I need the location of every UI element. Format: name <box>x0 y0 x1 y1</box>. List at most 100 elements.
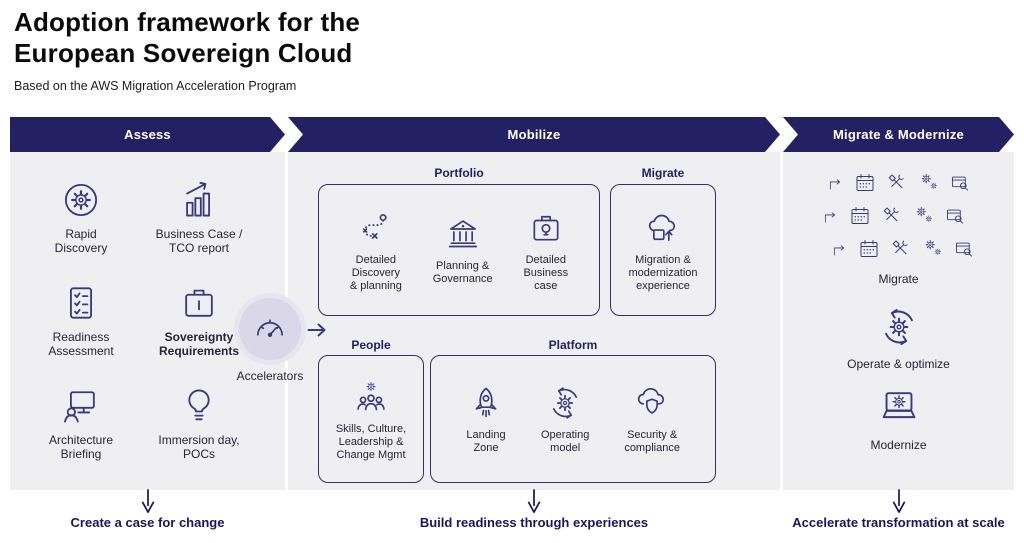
item-label: Operating model <box>541 429 590 454</box>
card-search-icon <box>944 205 966 227</box>
mobilize-item-detailed-business-case: Detailed Business case <box>523 208 568 293</box>
down-arrow-icon <box>140 489 156 514</box>
item-label: Detailed Business case <box>523 253 569 292</box>
mobilize-section: Portfolio Detailed Discovery & planning … <box>288 152 780 490</box>
mobilize-item-security-compliance: Security & compliance <box>624 383 680 455</box>
calendar-icon <box>853 171 877 195</box>
migrate-box: Migration & modernization experience <box>610 184 716 316</box>
migrate-icon-row <box>830 234 975 264</box>
briefcase-idea-icon <box>526 208 566 248</box>
gear-cycle-icon <box>545 383 585 423</box>
footer-mobilize: Build readiness through experiences <box>288 489 780 530</box>
item-label: Migration & modernization experience <box>628 253 698 292</box>
group-title-migrate: Migrate <box>641 166 685 180</box>
down-arrow-icon <box>891 489 907 514</box>
tools-icon <box>889 237 913 261</box>
item-label: Skills, Culture, Leadership & Change Mgm… <box>335 422 407 461</box>
accelerators-label: Accelerators <box>236 369 304 383</box>
laptop-gear-icon <box>876 385 922 431</box>
footer-row: Create a case for change Build readiness… <box>10 489 1014 530</box>
footer-label: Build readiness through experiences <box>419 515 649 530</box>
title-line-1: Adoption framework for the <box>14 7 361 37</box>
phase-banner-mobilize: Mobilize <box>288 117 780 152</box>
item-label: Architecture Briefing <box>48 433 114 461</box>
rocket-icon <box>466 383 506 423</box>
tools-icon <box>880 204 904 228</box>
accelerators-flow <box>307 321 329 339</box>
card-search-icon <box>953 238 975 260</box>
mobilize-item-migration-experience: Migration & modernization experience <box>628 208 698 293</box>
card-search-icon <box>949 172 971 194</box>
checklist-icon <box>59 281 103 325</box>
right-arrow-icon <box>307 321 329 339</box>
mobilize-item-skills-culture: Skills, Culture, Leadership & Change Mgm… <box>336 377 406 462</box>
cloud-migration-icon <box>643 208 683 248</box>
corner-arrow-icon <box>821 207 840 226</box>
migrate-modernize-column: Migrate Operate & optimize Modernize <box>783 152 1014 490</box>
mobilize-item-landing-zone: Landing Zone <box>466 383 506 455</box>
gears-icon <box>912 202 936 226</box>
group-title-people: People <box>351 338 391 352</box>
gauge-icon <box>250 309 290 349</box>
cloud-shield-icon <box>632 383 672 423</box>
accelerators: Accelerators <box>224 298 316 383</box>
item-label: Planning & Governance <box>432 260 493 285</box>
item-label: Sovereignty Requirements <box>158 330 240 358</box>
calendar-icon <box>848 204 872 228</box>
assess-item-readiness-assessment: Readiness Assessment <box>26 281 136 384</box>
assess-item-rapid-discovery: Rapid Discovery <box>26 178 136 281</box>
bar-chart-icon <box>177 178 221 222</box>
item-label: Landing Zone <box>466 429 506 454</box>
framework-panel: Rapid Discovery Business Case / TCO repo… <box>10 152 1014 490</box>
operate-optimize-label: Operate & optimize <box>847 357 950 371</box>
subtitle: Based on the AWS Migration Acceleration … <box>14 79 297 93</box>
phase-banner-migrate-modernize: Migrate & Modernize <box>783 117 1014 152</box>
people-box: Skills, Culture, Leadership & Change Mgm… <box>318 355 424 483</box>
platform-box: Landing Zone Operating model Security & … <box>430 355 716 483</box>
footer-migrate-modernize: Accelerate transformation at scale <box>783 489 1014 530</box>
accelerators-circle <box>239 298 301 360</box>
item-label: Detailed Discovery & planning <box>349 253 402 292</box>
gear-badge-icon <box>59 178 103 222</box>
migrate-label: Migrate <box>878 272 919 286</box>
footer-label: Create a case for change <box>70 515 225 530</box>
tools-icon <box>885 171 909 195</box>
footer-assess: Create a case for change <box>10 489 285 530</box>
item-label: Rapid Discovery <box>54 227 108 255</box>
assess-item-business-case: Business Case / TCO report <box>144 178 254 281</box>
item-label: Immersion day, POCs <box>158 433 240 461</box>
mobilize-item-detailed-discovery: Detailed Discovery & planning <box>350 208 402 293</box>
phase-banner-assess: Assess <box>10 117 285 152</box>
group-title-portfolio: Portfolio <box>434 166 484 180</box>
lightbulb-icon <box>177 384 221 428</box>
assess-item-architecture-briefing: Architecture Briefing <box>26 384 136 487</box>
portfolio-box: Detailed Discovery & planning Planning &… <box>318 184 600 316</box>
modernize-label: Modernize <box>870 438 927 452</box>
phase-label: Assess <box>124 127 171 142</box>
gears-icon <box>921 235 945 259</box>
item-label: Security & compliance <box>624 429 680 454</box>
phase-label: Mobilize <box>507 127 561 142</box>
presentation-icon <box>59 384 103 428</box>
calendar-icon <box>857 237 881 261</box>
gears-icon <box>917 169 941 193</box>
corner-arrow-icon <box>826 174 845 193</box>
team-gear-icon <box>351 377 391 417</box>
assess-grid: Rapid Discovery Business Case / TCO repo… <box>26 178 254 487</box>
phase-label: Migrate & Modernize <box>833 127 964 142</box>
phase-banner-row: Assess Mobilize Migrate & Modernize <box>10 117 1014 152</box>
migrate-icon-row <box>821 201 966 231</box>
route-map-icon <box>356 208 396 248</box>
mobilize-item-planning-governance: Planning & Governance <box>433 214 493 286</box>
migrate-modernize-section: Migrate Operate & optimize Modernize <box>783 152 1014 490</box>
migrate-icon-row <box>826 168 971 198</box>
group-title-platform: Platform <box>548 338 598 352</box>
item-label: Readiness Assessment <box>48 330 114 358</box>
title-line-2: European Sovereign Cloud <box>14 38 353 68</box>
assess-item-sovereignty-requirements: Sovereignty Requirements <box>144 281 254 384</box>
item-label: Business Case / TCO report <box>155 227 243 255</box>
bank-icon <box>443 214 483 254</box>
